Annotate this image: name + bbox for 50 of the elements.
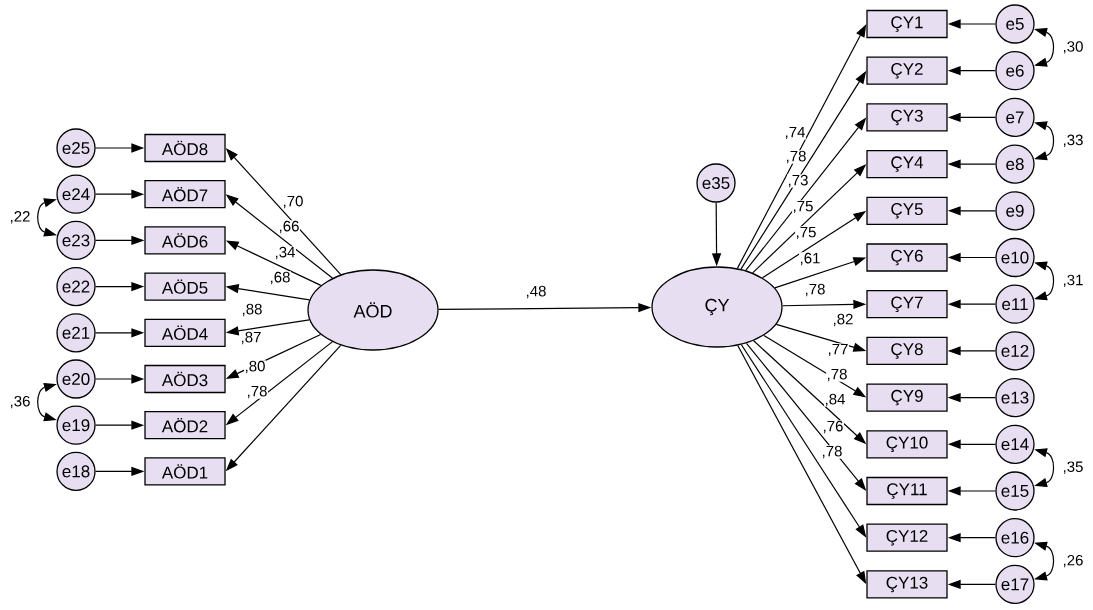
edge-label: ,77 [827,343,849,357]
indicator-box: ÇY9 [866,383,948,412]
edge-label: ,66 [278,220,300,234]
edge-label: ,34 [274,246,296,260]
edge-label: ,68 [269,271,291,285]
indicator-box: ÇY13 [866,570,948,599]
indicator-box: AÖD3 [144,364,226,394]
edge-label: ,78 [804,283,826,297]
edge-label: ,75 [792,200,814,214]
edge-label: ,61 [799,252,821,266]
edge-label: ,84 [824,393,846,407]
indicator-box: ÇY6 [866,243,948,272]
edge-label: ,30 [1062,40,1084,55]
indicator-box: AÖD1 [144,457,226,486]
edge-label: ,33 [1062,134,1084,148]
edge-label: ,82 [832,313,854,327]
edge-label: ,78 [785,150,807,164]
edge-label: ,31 [1062,274,1084,288]
edge-label: ,76 [822,420,844,434]
indicator-box: AÖD8 [144,133,226,163]
edge-label: ,78 [821,445,843,459]
indicator-box: ÇY1 [866,9,948,39]
indicator-box: ÇY4 [866,149,948,179]
indicator-box: AÖD5 [144,272,226,301]
indicator-box: AÖD6 [144,226,226,255]
edge-label: ,26 [1062,554,1084,568]
indicator-box: ÇY11 [866,476,948,506]
edge-label: ,36 [9,395,31,409]
indicator-box: ÇY12 [866,523,948,552]
indicator-box: ÇY5 [866,196,948,225]
edge-label: ,87 [240,331,262,345]
indicator-box: AÖD7 [144,180,226,209]
indicator-box: AÖD2 [144,411,226,440]
edge-label: ,70 [282,195,304,209]
edge-label: ,22 [9,210,31,224]
edge-label: ,75 [795,226,817,240]
edge-label: ,78 [246,385,268,399]
edge-label: ,78 [826,368,848,382]
edge-label: ,48 [525,285,547,299]
indicator-box: ÇY3 [866,103,948,132]
edge-label: ,74 [784,126,806,140]
indicator-box: ÇY7 [866,290,948,319]
indicator-box: AÖD4 [144,318,226,347]
indicator-box: ÇY2 [866,56,948,85]
indicator-box: ÇY8 [866,336,948,366]
indicator-box: ÇY10 [866,430,948,459]
edge-label: ,73 [787,174,809,188]
edge-label: ,88 [241,303,263,317]
edge-label: ,80 [244,360,266,374]
edge-label: ,35 [1062,460,1084,475]
